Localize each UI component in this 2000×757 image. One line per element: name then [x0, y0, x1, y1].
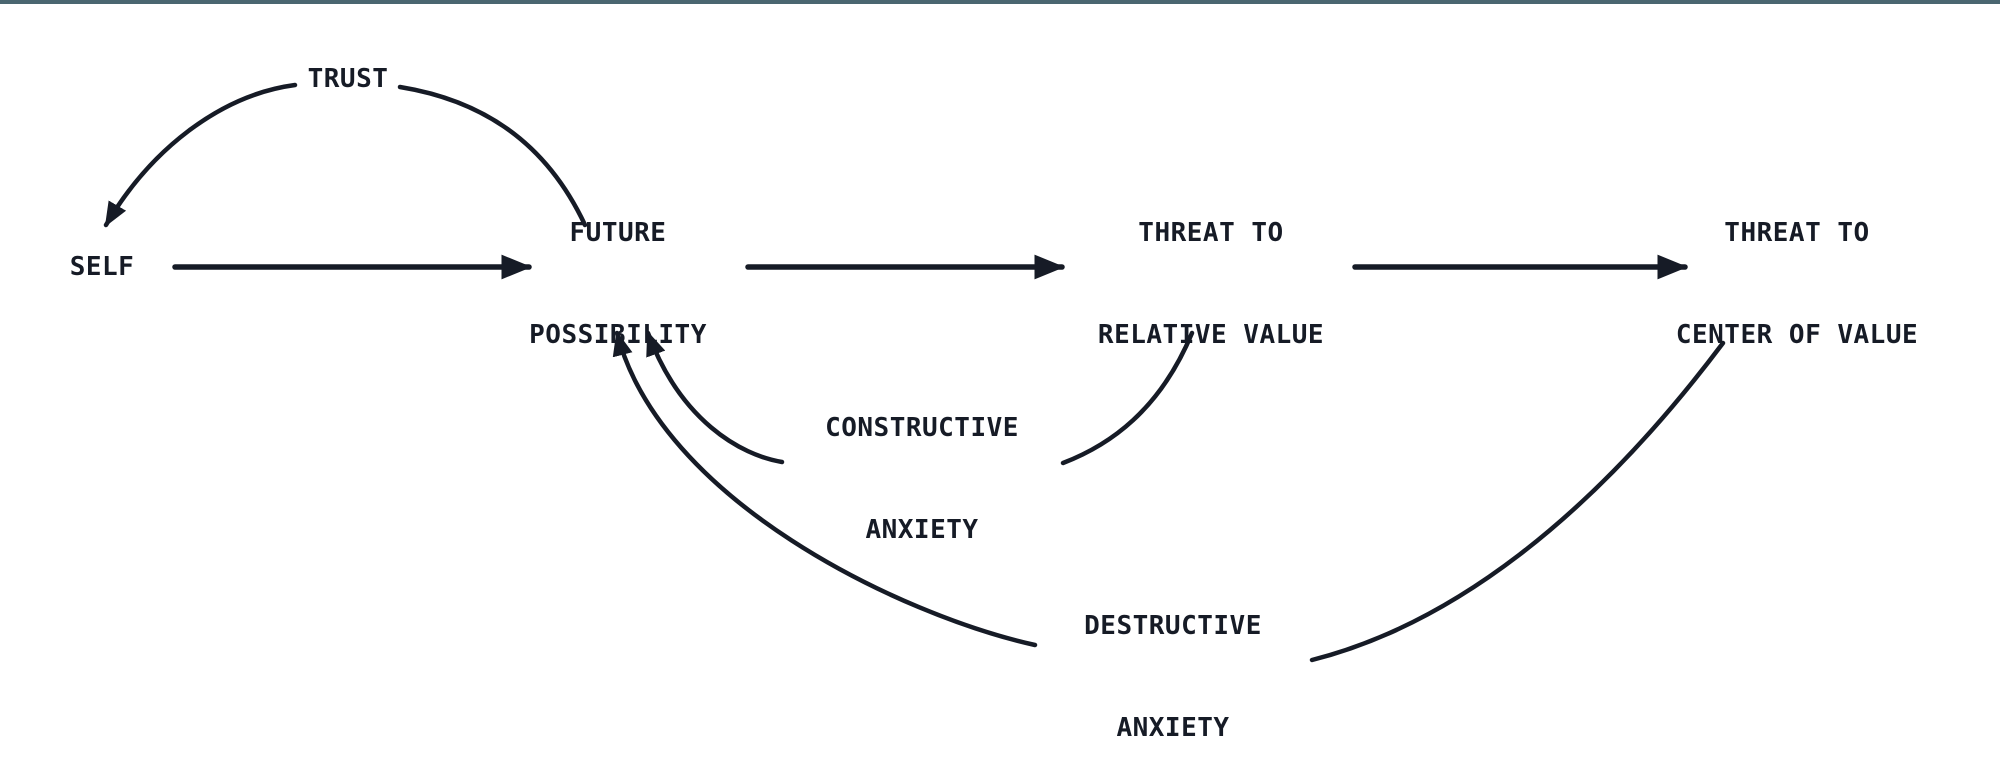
trust-arc-right-segment	[397, 84, 588, 228]
edge-label-constructive-anxiety-line: CONSTRUCTIVE	[825, 413, 1019, 443]
destructive-anxiety-arc-left-segment-arrow	[612, 330, 1038, 648]
edge-label-trust: TRUST	[308, 0, 389, 164]
edge-group	[103, 82, 1726, 663]
edge-label-destructive-anxiety-line: DESTRUCTIVE	[1084, 611, 1262, 641]
edge-label-trust-line: TRUST	[307, 64, 389, 94]
edge-label-constructive-anxiety: CONSTRUCTIVE ANXIETY	[825, 343, 1019, 615]
edge-label-destructive-anxiety-line: ANXIETY	[1116, 713, 1230, 743]
node-threat-to-center-of-value-line: THREAT TO	[1724, 218, 1870, 248]
constructive-anxiety-arc-left-segment-arrow	[645, 330, 785, 465]
node-threat-to-relative-value-line: THREAT TO	[1138, 218, 1284, 248]
node-self: SELF	[70, 182, 135, 352]
constructive-anxiety-arc-right-segment	[1060, 330, 1195, 466]
edge-label-destructive-anxiety: DESTRUCTIVE ANXIETY	[1084, 541, 1262, 757]
node-threat-to-relative-value-line: RELATIVE VALUE	[1097, 320, 1325, 350]
node-threat-to-center-of-value-line: CENTER OF VALUE	[1675, 320, 1919, 350]
node-future-possibility: FUTURE POSSIBILITY	[529, 148, 707, 420]
edge-label-constructive-anxiety-line: ANXIETY	[865, 515, 979, 545]
trust-arc-left-segment-arrow	[103, 82, 298, 228]
node-threat-to-center-of-value: THREAT TO CENTER OF VALUE	[1676, 148, 1918, 420]
node-threat-to-relative-value: THREAT TO RELATIVE VALUE	[1098, 148, 1324, 420]
node-self-line: SELF	[69, 252, 135, 282]
node-future-possibility-line: POSSIBILITY	[529, 320, 707, 350]
node-future-possibility-line: FUTURE	[569, 218, 667, 248]
top-border-bar	[0, 0, 2000, 4]
destructive-anxiety-arc-right-segment	[1309, 340, 1726, 663]
